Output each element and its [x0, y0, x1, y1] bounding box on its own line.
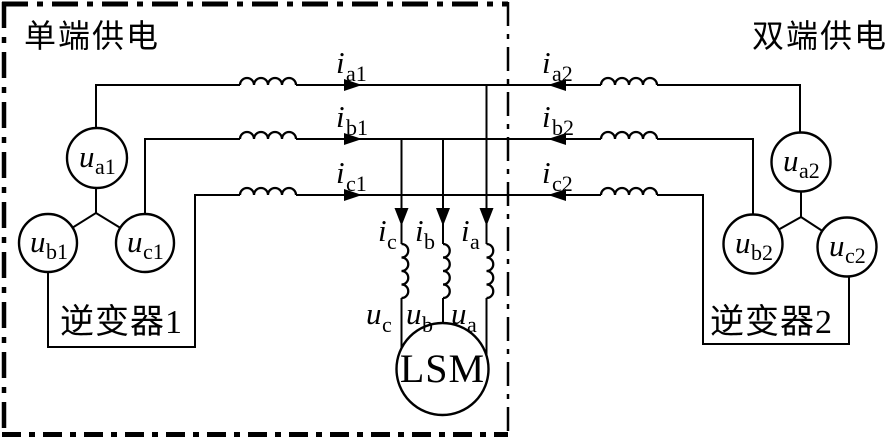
winding-a-coil [486, 242, 495, 300]
label-ua-base: u [451, 296, 467, 331]
label-ic1-base: i [336, 155, 345, 190]
label-uc2-sub: c2 [845, 243, 866, 268]
label-ic2-base: i [542, 155, 551, 190]
inverter1-source: u a1 u b1 u c1 逆变器1 [17, 126, 183, 341]
source-circle-ub2 [722, 213, 784, 275]
label-ib2-base: i [542, 99, 551, 134]
label-inverter1: 逆变器1 [60, 303, 183, 341]
source-circle-ua1 [65, 126, 129, 190]
arrow-ib1-icon [344, 133, 362, 145]
label-ub-sub: b [422, 312, 433, 337]
label-ib1-sub: b1 [346, 115, 368, 140]
label-ia-sub: a [470, 229, 480, 254]
label-ub1-base: u [30, 224, 46, 259]
label-ub1-sub: b1 [46, 239, 68, 264]
winding-c-coil [401, 242, 410, 300]
motor-current-labels: i c i b i a [378, 213, 480, 254]
label-uc-base: u [366, 296, 382, 331]
single-end-frame [1, 1, 510, 437]
motor-voltage-labels: u c u b u a [366, 296, 477, 337]
winding-b-coil [442, 242, 451, 300]
label-ib2-sub: b2 [552, 115, 574, 140]
label-uc1-sub: c1 [143, 239, 164, 264]
label-ua-sub: a [467, 312, 477, 337]
label-ub2-base: u [735, 225, 751, 260]
inductor-a-right [599, 76, 659, 86]
label-uc2-base: u [829, 228, 845, 263]
lsm-motor-circle [395, 321, 490, 417]
arrow-ic-drop-icon [394, 208, 409, 226]
phase-lines [47, 76, 850, 348]
label-uc1-base: u [127, 224, 143, 259]
source-circle-uc2 [816, 216, 878, 278]
source-circle-ua2 [770, 131, 832, 193]
label-ib-sub: b [424, 229, 435, 254]
label-uc-sub: c [382, 312, 392, 337]
arrow-ic2-icon [548, 189, 566, 201]
label-ic-base: i [378, 213, 387, 248]
label-ia2-sub: a2 [552, 61, 573, 86]
label-ib-base: i [415, 213, 424, 248]
label-region-single-end: 单端供电 [24, 18, 160, 54]
label-ua1-base: u [79, 139, 95, 174]
arrow-ib-drop-icon [436, 208, 450, 226]
source-circle-uc1 [114, 212, 176, 274]
arrow-ia2-icon [548, 79, 566, 91]
label-lsm: LSM [400, 346, 485, 391]
inductor-c-left [238, 186, 298, 196]
label-inverter2: 逆变器2 [710, 303, 833, 341]
label-ic-sub: c [387, 229, 397, 254]
arrow-ib2-icon [548, 133, 566, 145]
label-ia-base: i [461, 213, 470, 248]
label-ub2-sub: b2 [751, 240, 773, 265]
inductor-a-left [238, 76, 298, 86]
inductor-b-right [599, 130, 659, 140]
inductor-b-left [238, 130, 298, 140]
arrow-ic1-icon [344, 189, 362, 201]
arrow-ia1-icon [344, 79, 362, 91]
line-current-labels: i a1 i b1 i c1 i a2 i b2 i c2 [336, 45, 574, 196]
label-ub-base: u [406, 296, 422, 331]
label-ic1-sub: c1 [346, 171, 367, 196]
label-ib1-base: i [336, 99, 345, 134]
inductor-c-right [599, 186, 659, 196]
label-ia1-base: i [336, 45, 345, 80]
label-ua2-sub: a2 [799, 158, 820, 183]
label-ic2-sub: c2 [552, 171, 573, 196]
label-ua2-base: u [783, 143, 799, 178]
source-circle-ub1 [17, 212, 79, 274]
label-ua1-sub: a1 [95, 154, 116, 179]
label-ia2-base: i [542, 45, 551, 80]
inverter2-source: u a2 u b2 u c2 逆变器2 [710, 131, 878, 341]
arrow-ia-drop-icon [479, 208, 494, 226]
label-ia1-sub: a1 [346, 61, 367, 86]
label-region-double-end: 双端供电 [752, 18, 888, 54]
lsm-motor: LSM [395, 321, 490, 417]
